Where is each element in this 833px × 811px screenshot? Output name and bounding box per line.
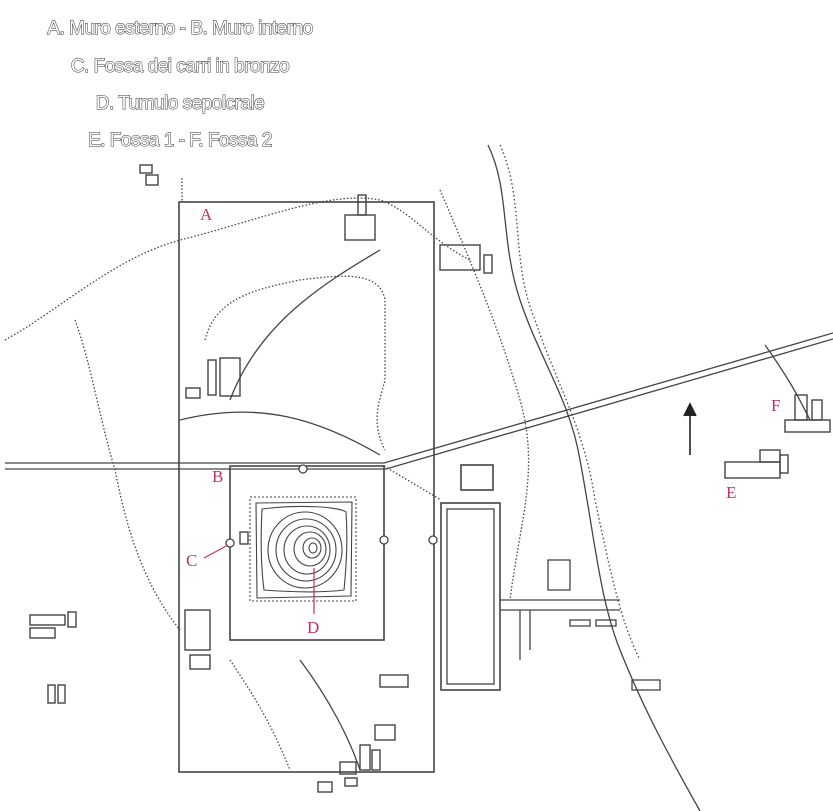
legend-line-2: C. Fossa dei carri in bronzo	[70, 56, 290, 78]
label-c: C	[186, 551, 197, 570]
legend-line-3: D. Tumulo sepolcrale	[95, 93, 265, 115]
path	[299, 659, 361, 771]
label-e: E	[726, 483, 736, 502]
label-f: F	[771, 396, 780, 415]
legend-line-1: A. Muro esterno - B. Muro interno	[47, 18, 314, 40]
small-enclosure	[460, 464, 494, 491]
legend-line-4: E. Fossa 1 - F. Fossa 2	[88, 130, 273, 152]
outer-wall	[178, 201, 435, 773]
river	[487, 144, 701, 811]
label-a: A	[200, 205, 213, 224]
road	[5, 332, 833, 470]
pit-2	[784, 394, 831, 433]
pit-1	[724, 449, 789, 479]
river-bank	[499, 144, 641, 661]
label-b: B	[212, 467, 223, 486]
path	[229, 249, 381, 401]
path	[4, 197, 471, 341]
burial-mound	[249, 496, 357, 602]
building-remains	[29, 164, 493, 793]
path	[179, 411, 381, 456]
label-d: D	[307, 618, 319, 637]
path	[74, 319, 181, 631]
path	[439, 189, 530, 601]
long-enclosure	[440, 502, 501, 691]
path	[204, 275, 386, 451]
north-arrow-icon	[683, 402, 697, 455]
path	[229, 659, 291, 771]
road	[383, 465, 442, 501]
inner-wall	[229, 465, 385, 641]
